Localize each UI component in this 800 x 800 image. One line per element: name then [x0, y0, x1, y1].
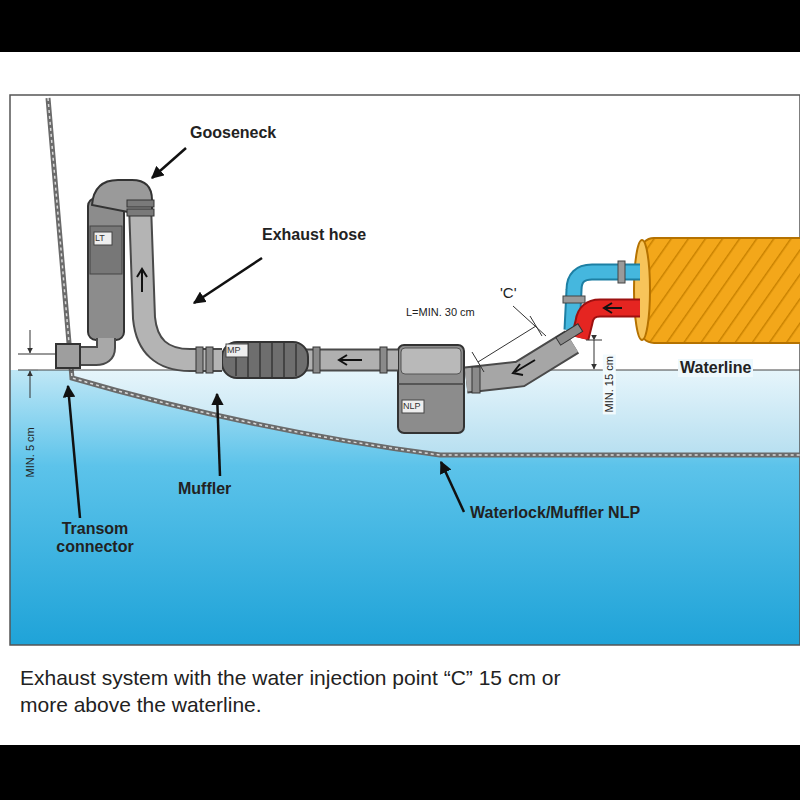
waterline-label: Waterline — [678, 359, 753, 377]
transom-label: Transom connector — [40, 520, 150, 557]
waterlock-nlp — [398, 345, 464, 433]
muffler-label: Muffler — [178, 480, 231, 498]
engine — [634, 238, 800, 343]
sea-water — [10, 370, 800, 645]
hose-label: Exhaust hose — [262, 226, 366, 244]
frame — [10, 95, 800, 645]
height-dimension: MIN. 15 cm — [603, 354, 616, 414]
hose-nlp-to-muffler — [305, 347, 398, 373]
top-bar — [0, 0, 800, 52]
leader-lines — [68, 148, 546, 518]
bottom-bar — [0, 745, 800, 800]
dimension-lines — [18, 316, 602, 398]
part-code: NLP — [403, 401, 421, 411]
length-dimension: L=MIN. 30 cm — [404, 306, 477, 319]
waterlock-label: Waterlock/Muffler NLP — [470, 504, 640, 522]
transom-connector — [56, 338, 106, 368]
exhaust-hose — [137, 205, 222, 373]
injection-elbow — [466, 324, 583, 393]
gooseneck-lt — [88, 180, 154, 340]
water-pipe — [563, 261, 640, 330]
injection-point-label: 'C' — [500, 284, 517, 301]
muffler-mp — [222, 342, 308, 378]
gooseneck-label: Gooseneck — [190, 124, 276, 142]
exhaust-pipe — [580, 303, 640, 338]
figure-caption: Exhaust system with the water injection … — [20, 664, 568, 719]
outlet-height-dimension: MIN. 5 cm — [24, 427, 37, 477]
part-code: LT — [95, 233, 105, 243]
part-code: MP — [227, 345, 241, 355]
